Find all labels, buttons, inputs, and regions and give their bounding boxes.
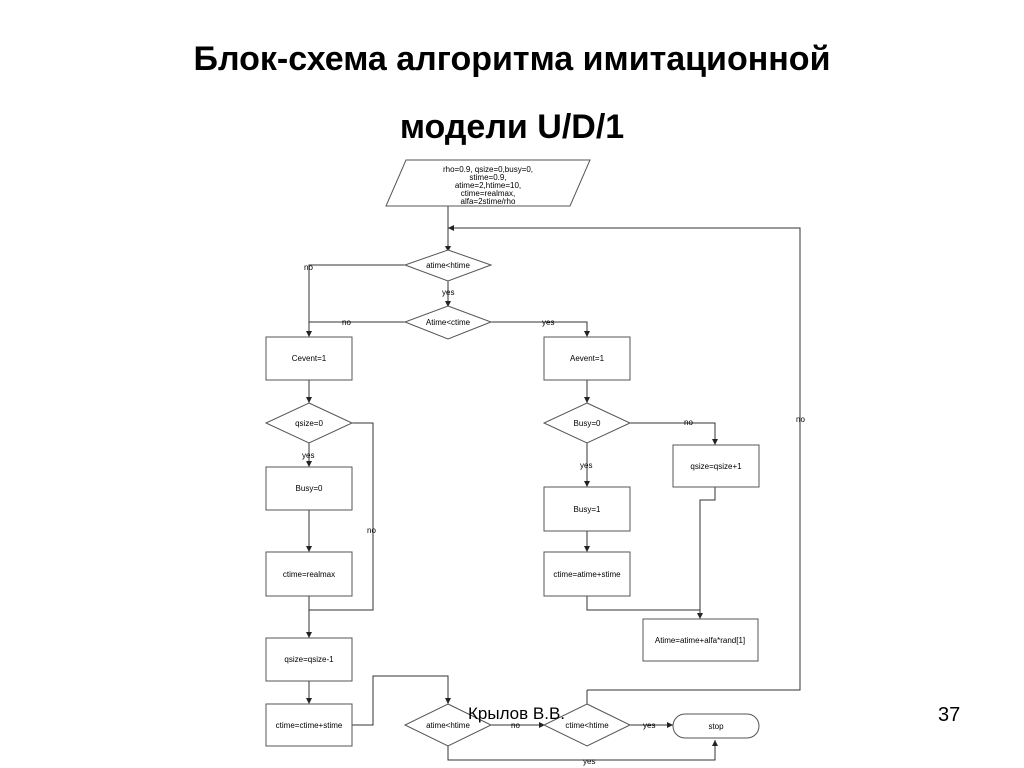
label-no: no (367, 526, 376, 535)
input-line-3: atime=2,htime=10, (455, 181, 521, 190)
process-qsize-inc (672, 444, 760, 488)
process-cevent (265, 336, 353, 381)
process-ctime-atime-label: ctime=atime+stime (553, 570, 621, 579)
input-parallelogram (385, 159, 591, 207)
label-yes: yes (580, 461, 592, 470)
slide-title-line-2: модели U/D/1 (399, 108, 625, 146)
decision-busy-zero (542, 402, 632, 444)
label-yes: yes (583, 757, 595, 766)
connector (447, 740, 718, 761)
input-line-1: rho=0.9, qsize=0,busy=0, (443, 165, 533, 174)
decision-qsize-zero-label: qsize=0 (295, 419, 323, 428)
process-atime-update-label: Atime=atime+alfa*rand[1] (655, 636, 745, 645)
decision-Atime-ctime-label: Atime<ctime (426, 318, 471, 327)
connector-loop-back (448, 225, 801, 691)
label-no: no (684, 418, 693, 427)
terminator-stop-label: stop (708, 722, 724, 731)
connector (306, 264, 405, 337)
process-ctime-ctime-label: ctime=ctime+stime (276, 721, 343, 730)
decision-atime-htime-bottom-label: atime<htime (426, 721, 470, 730)
decision-ctime-htime-label: ctime<htime (565, 721, 609, 730)
process-qsize-dec-label: qsize=qsize-1 (284, 655, 334, 664)
label-yes: yes (302, 451, 314, 460)
connector (630, 422, 718, 445)
process-busy-one-label: Busy=1 (574, 505, 601, 514)
connector (352, 675, 451, 726)
label-no: no (304, 263, 313, 272)
process-ctime-realmax-label: ctime=realmax (283, 570, 335, 579)
terminator-stop (672, 713, 760, 739)
process-busy-zero-label: Busy=0 (296, 484, 323, 493)
label-yes: yes (442, 288, 454, 297)
label-yes: yes (643, 721, 655, 730)
decision-busy-zero-label: Busy=0 (574, 419, 601, 428)
decision-atime-htime-label: atime<htime (426, 261, 470, 270)
process-qsize-inc-label: qsize=qsize+1 (690, 462, 742, 471)
input-line-5: alfa=2stime/rho (461, 197, 516, 206)
label-no: no (511, 721, 520, 730)
process-ctime-ctime (265, 703, 353, 747)
process-aevent (543, 336, 631, 381)
process-atime-update (642, 618, 759, 662)
process-qsize-dec (265, 637, 353, 682)
slide-number: 37 (938, 704, 961, 726)
input-line-4: ctime=realmax, (461, 189, 515, 198)
process-ctime-atime (543, 551, 631, 597)
connector (309, 422, 374, 611)
label-yes: yes (542, 318, 554, 327)
process-cevent-label: Cevent=1 (292, 354, 327, 363)
connector (699, 487, 716, 619)
decision-ctime-htime (542, 703, 632, 747)
process-busy-zero (265, 466, 353, 511)
decision-qsize-zero (264, 402, 354, 444)
slide-title-line-1: Блок-схема алгоритма имитационной (193, 40, 831, 78)
process-ctime-realmax (265, 551, 353, 597)
decision-atime-htime (403, 249, 493, 282)
connector (491, 321, 590, 337)
label-no: no (342, 318, 351, 327)
process-busy-one (543, 486, 631, 532)
decision-atime-htime-bottom (403, 703, 493, 747)
author-name: Крылов В.В. (468, 704, 566, 723)
decision-Atime-ctime (403, 305, 493, 340)
label-no: no (796, 415, 805, 424)
process-aevent-label: Aevent=1 (570, 354, 605, 363)
connector (586, 596, 703, 619)
input-line-2: stime=0.9, (469, 173, 506, 182)
